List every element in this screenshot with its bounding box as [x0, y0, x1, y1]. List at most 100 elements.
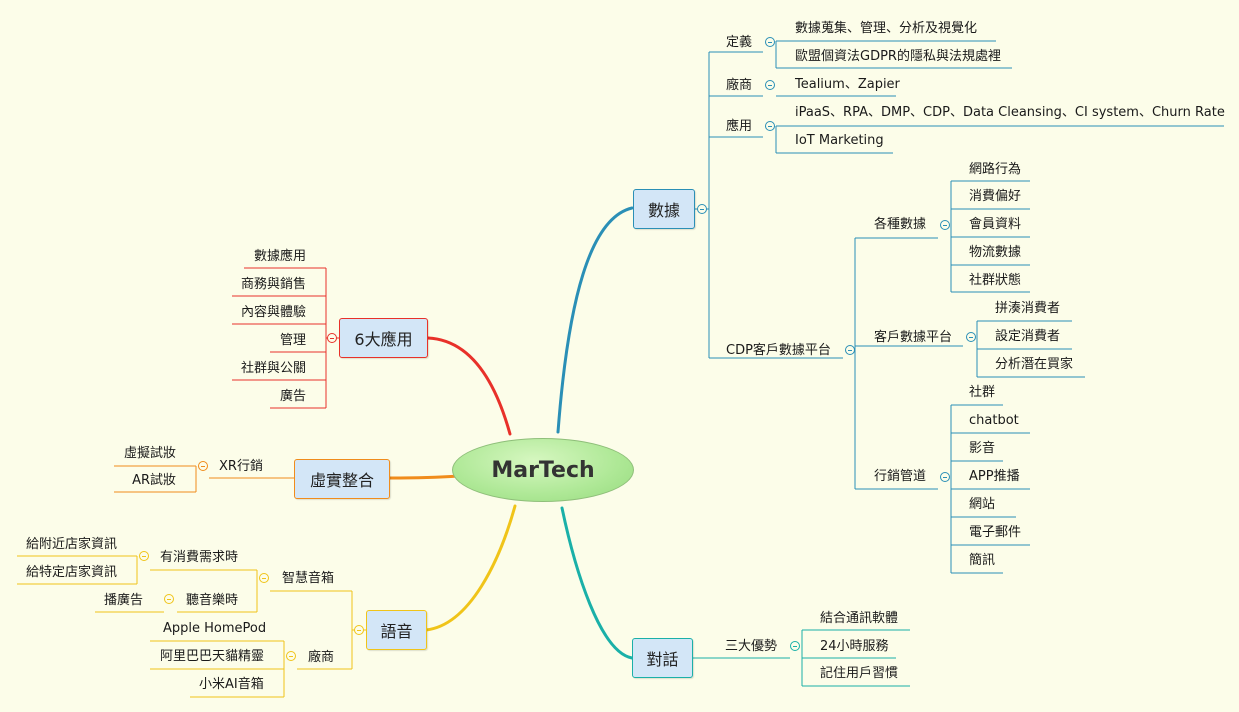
node-xr-item-1[interactable]: 虛擬試妝	[123, 446, 176, 461]
branch-voice-line	[424, 504, 517, 632]
topic-dialog[interactable]: 對話	[632, 638, 693, 678]
node-platform[interactable]: 客戶數據平台	[874, 330, 953, 345]
node-kinds-item-5[interactable]: 社群狀態	[969, 273, 1022, 288]
node-demand-item-2[interactable]: 給特定店家資訊	[26, 565, 118, 580]
topic-voice-label: 語音	[380, 622, 413, 641]
collapse-minus-icon	[201, 466, 205, 467]
branch-xr-line	[388, 474, 460, 480]
node-apps-item-1[interactable]: 數據應用	[253, 249, 306, 264]
collapse-toggle-demand[interactable]	[139, 551, 149, 561]
node-channels-item-5[interactable]: 網站	[969, 497, 996, 512]
node-applications[interactable]: 應用	[726, 119, 753, 134]
node-xr-marketing[interactable]: XR行銷	[219, 459, 263, 474]
node-advantages[interactable]: 三大優勢	[725, 639, 778, 654]
topic-xr[interactable]: 虛實整合	[294, 459, 390, 499]
node-applications-item-2[interactable]: IoT Marketing	[795, 133, 884, 148]
topic-data[interactable]: 數據	[633, 189, 695, 229]
collapse-toggle-vendors[interactable]	[765, 80, 775, 90]
collapse-toggle-xr-marketing[interactable]	[198, 461, 208, 471]
node-voice-vendors-item-2[interactable]: 阿里巴巴天貓精靈	[160, 649, 265, 664]
collapse-minus-icon	[793, 646, 797, 647]
collapse-minus-icon	[357, 630, 361, 631]
collapse-minus-icon	[700, 209, 704, 210]
collapse-minus-icon	[943, 477, 947, 478]
branch-dialog-line	[560, 506, 634, 660]
node-definition[interactable]: 定義	[726, 35, 753, 50]
node-channels-item-4[interactable]: APP推播	[969, 469, 1020, 484]
node-demand[interactable]: 有消費需求時	[160, 550, 239, 565]
node-apps-item-2[interactable]: 商務與銷售	[240, 277, 306, 292]
topic-xr-label: 虛實整合	[309, 471, 374, 490]
node-kinds-item-1[interactable]: 網路行為	[969, 162, 1022, 177]
central-topic[interactable]: MarTech	[452, 438, 634, 502]
collapse-minus-icon	[330, 338, 334, 339]
collapse-minus-icon	[167, 599, 171, 600]
node-channels-item-2[interactable]: chatbot	[969, 413, 1019, 428]
node-apps-item-5[interactable]: 社群與公關	[240, 361, 306, 376]
collapse-minus-icon	[142, 556, 146, 557]
node-channels-item-1[interactable]: 社群	[969, 385, 996, 400]
collapse-minus-icon	[262, 578, 266, 579]
collapse-toggle-voice-vendors[interactable]	[286, 651, 296, 661]
collapse-minus-icon	[768, 85, 772, 86]
topic-apps-label: 6大應用	[354, 330, 413, 349]
node-definition-item-2[interactable]: 歐盟個資法GDPR的隱私與法規處裡	[795, 49, 1001, 64]
branch-data-line	[556, 206, 634, 434]
collapse-minus-icon	[768, 126, 772, 127]
node-platform-item-2[interactable]: 設定消費者	[995, 329, 1061, 344]
node-platform-item-3[interactable]: 分析潛在買家	[995, 357, 1074, 372]
collapse-minus-icon	[969, 337, 973, 338]
node-platform-item-1[interactable]: 拼湊消費者	[995, 301, 1061, 316]
node-advantages-item-3[interactable]: 記住用戶習慣	[820, 666, 899, 681]
central-topic-label: MarTech	[491, 457, 595, 483]
node-channels-item-6[interactable]: 電子郵件	[969, 525, 1022, 540]
collapse-toggle-applications[interactable]	[765, 121, 775, 131]
node-music-item-1[interactable]: 播廣告	[104, 593, 144, 608]
collapse-toggle-advantages[interactable]	[790, 641, 800, 651]
node-voice-vendors-item-1[interactable]: Apple HomePod	[163, 621, 267, 636]
node-channels-item-3[interactable]: 影音	[969, 441, 996, 456]
node-voice-vendors-item-3[interactable]: 小米AI音箱	[199, 677, 264, 692]
node-demand-item-1[interactable]: 給附近店家資訊	[26, 537, 118, 552]
node-vendors-item-1[interactable]: Tealium、Zapier	[795, 77, 900, 92]
node-apps-item-4[interactable]: 管理	[279, 333, 306, 348]
node-advantages-item-1[interactable]: 結合通訊軟體	[820, 611, 899, 626]
node-apps-item-6[interactable]: 廣告	[279, 389, 306, 404]
node-apps-item-3[interactable]: 內容與體驗	[240, 305, 306, 320]
collapse-minus-icon	[943, 225, 947, 226]
node-applications-item-1[interactable]: iPaaS、RPA、DMP、CDP、Data Cleansing、CI syst…	[795, 105, 1225, 120]
node-vendors[interactable]: 廠商	[726, 78, 753, 93]
topic-apps[interactable]: 6大應用	[339, 318, 428, 358]
node-kinds[interactable]: 各種數據	[874, 217, 927, 232]
branch-apps-line	[426, 336, 512, 436]
collapse-toggle-definition[interactable]	[765, 37, 775, 47]
topic-dialog-label: 對話	[646, 650, 679, 669]
node-music[interactable]: 聽音樂時	[186, 593, 239, 608]
collapse-toggle-cdp[interactable]	[845, 345, 855, 355]
collapse-minus-icon	[848, 350, 852, 351]
topic-data-label: 數據	[647, 201, 680, 220]
node-channels-item-7[interactable]: 簡訊	[969, 553, 996, 568]
collapse-toggle-apps[interactable]	[327, 333, 337, 343]
node-channels[interactable]: 行銷管道	[874, 469, 927, 484]
collapse-toggle-data[interactable]	[697, 204, 707, 214]
node-advantages-item-2[interactable]: 24小時服務	[820, 639, 889, 654]
node-xr-item-2[interactable]: AR試妝	[132, 473, 176, 488]
collapse-toggle-kinds[interactable]	[940, 220, 950, 230]
collapse-toggle-voice[interactable]	[354, 625, 364, 635]
collapse-minus-icon	[289, 656, 293, 657]
node-kinds-item-4[interactable]: 物流數據	[969, 245, 1022, 260]
collapse-minus-icon	[768, 42, 772, 43]
node-speaker[interactable]: 智慧音箱	[282, 571, 335, 586]
node-kinds-item-3[interactable]: 會員資料	[969, 217, 1022, 232]
collapse-toggle-channels[interactable]	[940, 472, 950, 482]
collapse-toggle-speaker[interactable]	[259, 573, 269, 583]
topic-voice[interactable]: 語音	[366, 610, 427, 650]
collapse-toggle-platform[interactable]	[966, 332, 976, 342]
node-kinds-item-2[interactable]: 消費偏好	[969, 189, 1022, 204]
node-voice-vendors[interactable]: 廠商	[308, 650, 335, 665]
collapse-toggle-music[interactable]	[164, 594, 174, 604]
node-definition-item-1[interactable]: 數據蒐集、管理、分析及視覺化	[795, 21, 978, 36]
node-cdp[interactable]: CDP客戶數據平台	[726, 343, 831, 358]
